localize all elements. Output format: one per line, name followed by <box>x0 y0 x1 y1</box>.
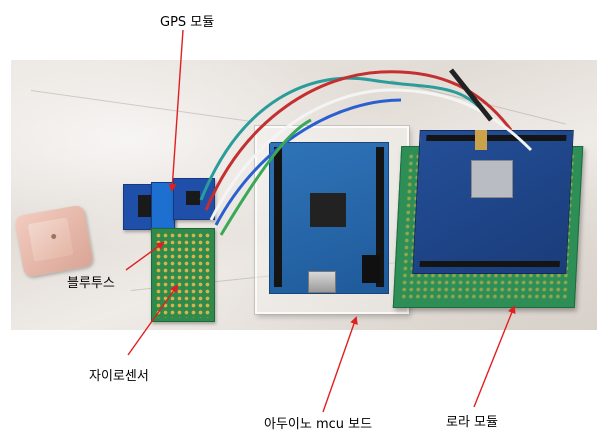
wire-red <box>204 70 513 211</box>
wiring <box>199 68 533 236</box>
wire-teal <box>199 76 493 201</box>
mcu-chip <box>310 193 346 227</box>
wire-dark <box>449 68 493 122</box>
arrow-arduino-board <box>322 316 358 413</box>
header-pins-left <box>274 147 282 287</box>
gyro-chip <box>186 191 200 205</box>
arduino-board-label: 아두이노 mcu 보드 <box>264 417 373 432</box>
arrow-lora-module <box>473 305 516 408</box>
arrow-bluetooth <box>125 241 165 271</box>
header-pins-right <box>376 147 384 287</box>
arduino-board <box>269 142 389 294</box>
gps-module-label: GPS 모듈 <box>160 15 215 30</box>
lora-antenna-connector <box>475 130 487 150</box>
lora-rf-module <box>471 160 513 198</box>
usb-port <box>308 271 336 293</box>
arrow-gyro-sensor <box>127 284 179 356</box>
bluetooth-label: 블루투스 <box>67 276 115 291</box>
wire-blue <box>214 98 402 226</box>
arrow-gps-module <box>168 29 184 192</box>
lora-module-label: 로라 모듈 <box>446 415 498 430</box>
gyro-sensor-label: 자이로센서 <box>89 369 149 384</box>
wire-green <box>219 118 312 236</box>
power-jack <box>362 255 380 283</box>
